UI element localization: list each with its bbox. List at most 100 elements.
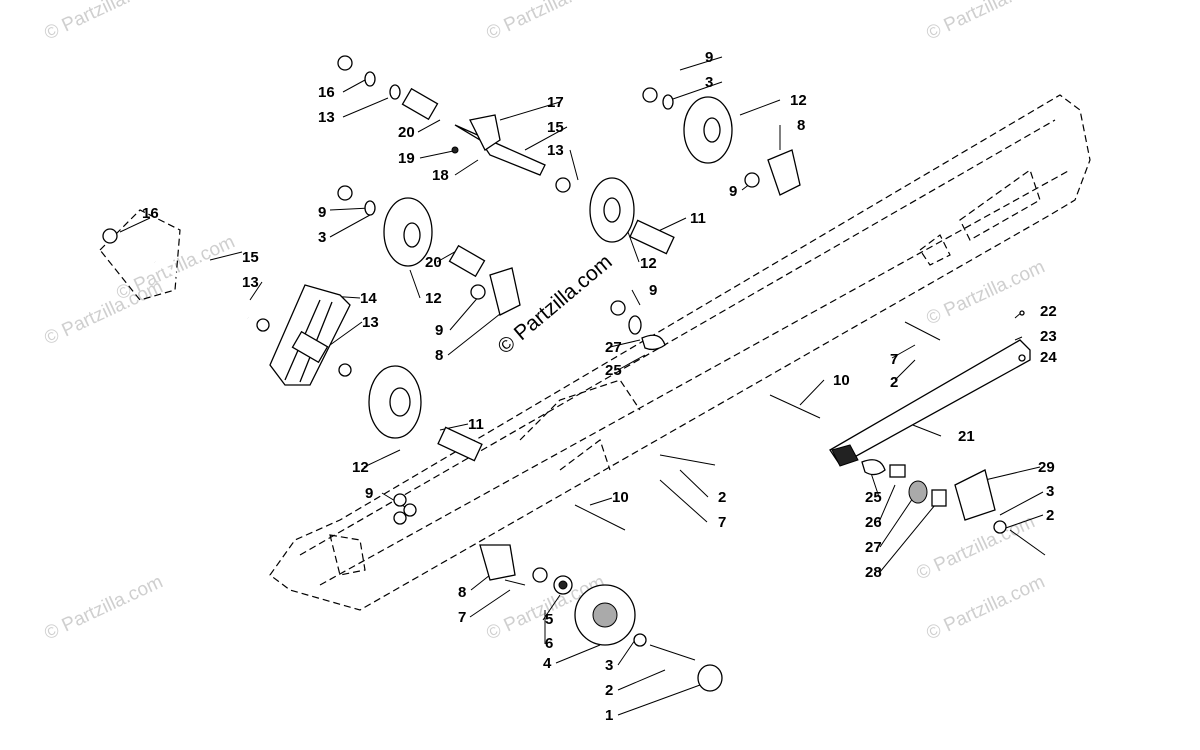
callout-16: 16 [142, 205, 159, 222]
callout-12: 12 [425, 290, 442, 307]
nut-icon [102, 228, 118, 244]
callout-12: 12 [640, 255, 657, 272]
watermark: © Partzilla.com [923, 571, 1048, 644]
callout-8: 8 [458, 584, 466, 601]
callout-3: 3 [1046, 483, 1054, 500]
snap-ring-icon [532, 567, 548, 583]
clip-icon [861, 459, 886, 476]
bolt-icon [1009, 529, 1046, 556]
callout-17: 17 [547, 94, 564, 111]
callout-10: 10 [833, 372, 850, 389]
nut-icon [393, 511, 407, 525]
bolt-icon [504, 579, 526, 586]
nut-icon [1018, 354, 1026, 362]
callout-4: 4 [543, 655, 552, 672]
callout-20: 20 [398, 124, 415, 141]
slide-rail-end-icon [831, 444, 859, 467]
callout-9: 9 [729, 183, 737, 200]
washer-icon [908, 480, 928, 504]
nut-icon [403, 503, 417, 517]
watermark: © Partzilla.com [913, 511, 1038, 584]
spacer-icon [291, 330, 329, 364]
callout-12: 12 [790, 92, 807, 109]
shock-arm-icon [269, 284, 351, 386]
washer-icon [364, 200, 376, 216]
callout-2: 2 [890, 374, 898, 391]
shock-arm-icon [454, 124, 546, 176]
nut-icon [642, 87, 658, 103]
pin-icon [451, 146, 459, 154]
callout-28: 28 [865, 564, 882, 581]
callout-11: 11 [690, 210, 706, 227]
callout-18: 18 [432, 167, 449, 184]
spacer-icon [889, 464, 906, 478]
nut-icon [610, 300, 626, 316]
washer-icon [338, 363, 352, 377]
washer-icon [256, 318, 270, 332]
bearing-icon [558, 580, 568, 590]
axle-bracket-icon [767, 149, 801, 196]
callout-9: 9 [365, 485, 373, 502]
callout-6: 6 [545, 635, 553, 652]
screw-icon [1019, 310, 1025, 316]
callout-26: 26 [865, 514, 882, 531]
callout-3: 3 [705, 74, 713, 91]
callout-8: 8 [435, 347, 443, 364]
watermark: © Partzilla.com [923, 256, 1048, 329]
bolt-icon [659, 454, 716, 466]
watermark: © Partzilla.com [41, 571, 166, 644]
watermark: © Partzilla.com [113, 231, 238, 304]
callout-7: 7 [718, 514, 726, 531]
callout-1: 1 [605, 707, 613, 724]
bolt-icon [574, 504, 626, 531]
washer-icon [633, 633, 647, 647]
nut-icon [744, 172, 760, 188]
callout-2: 2 [1046, 507, 1054, 524]
callout-7: 7 [890, 351, 898, 368]
wheel-hub-icon [603, 197, 621, 223]
callout-13: 13 [318, 109, 335, 126]
callout-10: 10 [612, 489, 629, 506]
washer-icon [364, 71, 376, 87]
callout-25: 25 [605, 362, 622, 379]
spacer-icon [931, 489, 947, 507]
dust-cap-icon [697, 664, 723, 692]
slide-rail-icon [829, 339, 1031, 466]
callout-25: 25 [865, 489, 882, 506]
callout-7: 7 [458, 609, 466, 626]
bolt-icon [904, 321, 941, 341]
shaft-icon [153, 260, 250, 320]
callout-13: 13 [242, 274, 259, 291]
watermark: © Partzilla.com [483, 0, 608, 45]
callout-11: 11 [468, 416, 484, 433]
washer-icon [662, 94, 674, 110]
callout-27: 27 [605, 339, 622, 356]
axle-bracket-icon [479, 544, 516, 581]
callout-16: 16 [318, 84, 335, 101]
callout-15: 15 [547, 119, 564, 136]
callout-21: 21 [958, 428, 975, 445]
wheel-hub-icon [592, 602, 618, 628]
watermark-layer: © Partzilla.com © Partzilla.com © Partzi… [41, 0, 1048, 645]
callout-8: 8 [797, 117, 805, 134]
nut-icon [337, 185, 353, 201]
washer-icon [555, 177, 571, 193]
callout-23: 23 [1040, 328, 1057, 345]
callout-12: 12 [352, 459, 369, 476]
callout-20: 20 [425, 254, 442, 271]
callout-2: 2 [605, 682, 613, 699]
spacer-icon [629, 219, 675, 255]
washer-icon [993, 520, 1007, 534]
axle-bracket-icon [489, 267, 521, 316]
callout-9: 9 [705, 49, 713, 66]
callout-5: 5 [545, 611, 553, 628]
callout-27: 27 [865, 539, 882, 556]
callout-9: 9 [649, 282, 657, 299]
wheel-hub-icon [703, 117, 721, 143]
wheel-hub-icon [403, 222, 421, 248]
callout-2: 2 [718, 489, 726, 506]
parts [102, 55, 1046, 692]
callout-15: 15 [242, 249, 259, 266]
clip-icon [641, 334, 666, 351]
spacer-icon [401, 87, 439, 121]
